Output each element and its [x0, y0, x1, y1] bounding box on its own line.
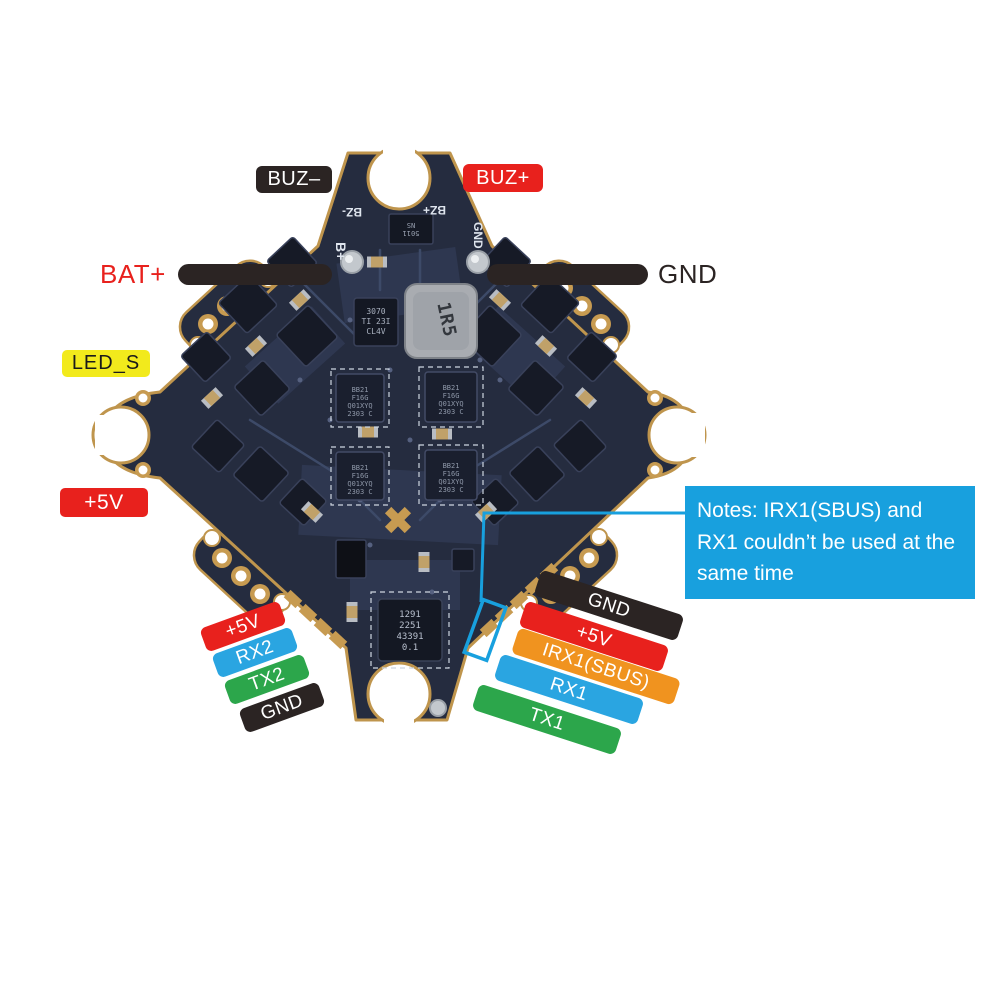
svg-text:BB21: BB21: [443, 384, 460, 392]
silkscreen-bz-minus: BZ-: [342, 205, 362, 219]
plus5v-label: +5V: [60, 488, 148, 517]
svg-text:5011: 5011: [403, 229, 420, 237]
bat-plus-wire: [178, 264, 332, 285]
silkscreen-bz-plus: BZ+: [423, 203, 446, 217]
callout-leader-line: [479, 511, 686, 603]
svg-text:2303 C: 2303 C: [347, 410, 372, 418]
svg-text:BB21: BB21: [443, 462, 460, 470]
svg-text:Q01XYQ: Q01XYQ: [347, 402, 372, 410]
svg-text:0.1: 0.1: [402, 643, 418, 653]
bat-plus-label: BAT+: [100, 259, 166, 289]
notes-callout: Notes: IRX1(SBUS) and RX1 couldn’t be us…: [685, 486, 975, 599]
svg-text:F16G: F16G: [443, 392, 460, 400]
svg-text:TI 23I: TI 23I: [362, 317, 391, 326]
svg-text:1291: 1291: [399, 610, 421, 620]
silkscreen-labels: BZ- BZ+ B+ GND: [333, 203, 485, 260]
tab-notches: [91, 138, 707, 732]
callout-highlight-box: [461, 597, 509, 663]
gnd-wire: [487, 264, 648, 285]
inductor-1r5: 1R5: [404, 283, 478, 359]
led-s-label: LED_S: [62, 350, 150, 377]
gnd-label: GND: [658, 259, 718, 289]
svg-text:43391: 43391: [396, 632, 423, 642]
svg-text:F16G: F16G: [443, 470, 460, 478]
regulator-chip: 3070 TI 23I CL4V: [353, 297, 399, 347]
buzzer-driver-chip: 5011 NS: [388, 213, 434, 245]
svg-text:2303 C: 2303 C: [347, 488, 372, 496]
svg-text:F16G: F16G: [352, 394, 369, 402]
silkscreen-b-plus: B+: [333, 242, 349, 260]
svg-text:CL4V: CL4V: [366, 327, 385, 336]
svg-text:BB21: BB21: [352, 464, 369, 472]
power-solder-blobs: [340, 250, 490, 717]
svg-text:Q01XYQ: Q01XYQ: [438, 478, 463, 486]
svg-text:2303 C: 2303 C: [438, 408, 463, 416]
silkscreen-gnd: GND: [471, 222, 485, 249]
svg-text:NS: NS: [407, 221, 415, 229]
svg-text:2303 C: 2303 C: [438, 486, 463, 494]
svg-text:F16G: F16G: [352, 472, 369, 480]
callout-graphics: [461, 511, 686, 663]
mcu-chip: 1291 2251 43391 0.1: [370, 591, 450, 669]
svg-text:Q01XYQ: Q01XYQ: [438, 400, 463, 408]
svg-text:3070: 3070: [366, 307, 385, 316]
buz-plus-label: BUZ+: [463, 164, 543, 192]
center-button: [384, 506, 412, 534]
capacitors: [200, 256, 598, 622]
buz-minus-label: BUZ–: [256, 166, 332, 193]
svg-text:Q01XYQ: Q01XYQ: [347, 480, 372, 488]
fet-chips: [181, 237, 617, 579]
svg-text:2251: 2251: [399, 621, 421, 631]
svg-text:BB21: BB21: [352, 386, 369, 394]
